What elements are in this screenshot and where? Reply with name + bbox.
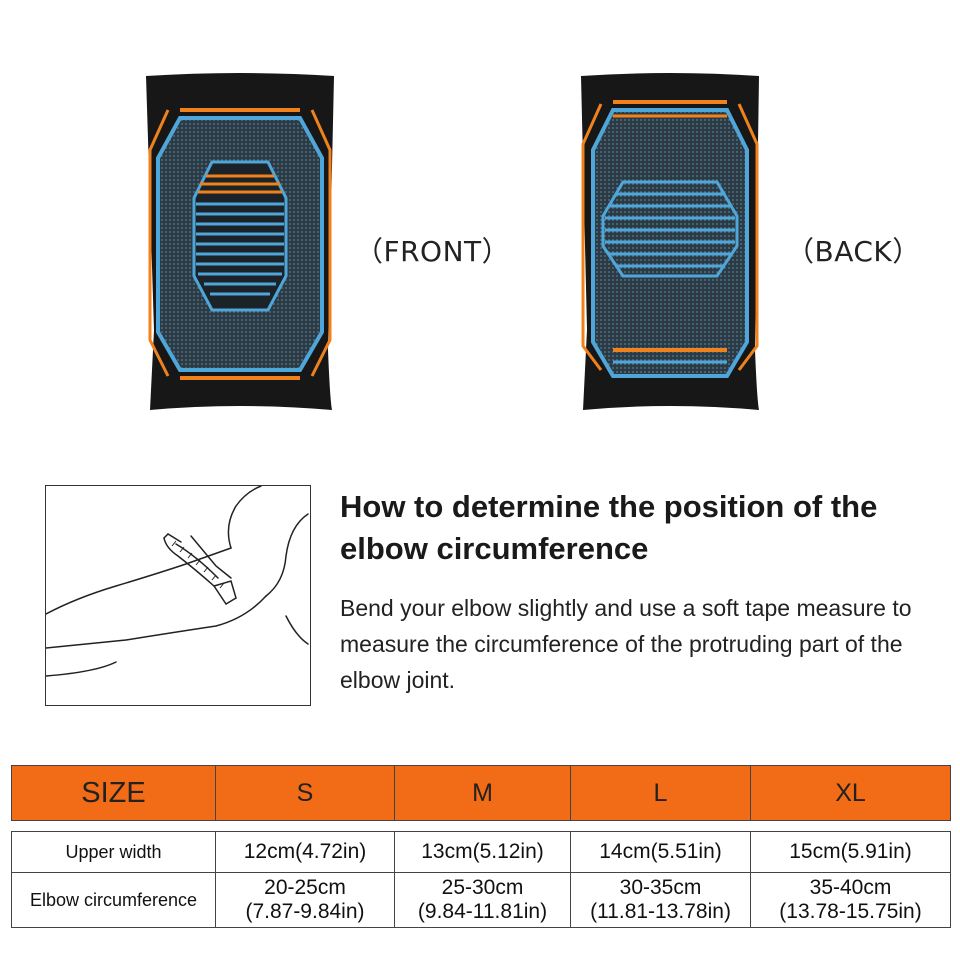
elbow-m: 25-30cm(9.84-11.81in) [394,872,571,928]
size-l-header: L [570,765,751,821]
elbow-xl-in: (13.78-15.75in) [779,900,922,923]
elbow-s-cm: 20-25cm [264,876,346,899]
upper-width-xl: 15cm(5.91in) [750,831,951,873]
size-m-header: M [394,765,571,821]
front-label: （FRONT） [355,235,511,268]
table-row: Upper width 12cm(4.72in) 13cm(5.12in) 14… [11,831,951,873]
elbow-xl: 35-40cm(13.78-15.75in) [750,872,951,928]
upper-width-m: 13cm(5.12in) [394,831,571,873]
upper-width-s: 12cm(4.72in) [215,831,395,873]
elbow-xl-cm: 35-40cm [809,876,892,899]
table-header-row: SIZE S M L XL [11,765,951,821]
upper-width-l: 14cm(5.51in) [570,831,751,873]
elbow-measure-illustration [45,485,311,706]
elbow-l: 30-35cm(11.81-13.78in) [570,872,751,928]
guide-heading: How to determine the position of the elb… [340,489,878,566]
elbow-m-in: (9.84-11.81in) [417,900,548,923]
front-sleeve-image [146,73,334,410]
upper-width-label: Upper width [11,831,216,873]
elbow-l-cm: 30-35cm [619,876,702,899]
elbow-l-in: (11.81-13.78in) [590,900,731,923]
size-xl-header: XL [750,765,951,821]
size-s-header: S [215,765,395,821]
elbow-s-in: (7.87-9.84in) [245,900,365,923]
size-header-cell: SIZE [11,765,216,821]
back-sleeve-image [581,73,759,410]
back-label: （BACK） [786,235,921,268]
guide-instructions: Bend your elbow slightly and use a soft … [340,595,912,693]
elbow-m-cm: 25-30cm [441,876,524,899]
arm-with-tape-icon [45,485,309,677]
elbow-s: 20-25cm(7.87-9.84in) [215,872,395,928]
table-row: Elbow circumference 20-25cm(7.87-9.84in)… [11,872,951,928]
size-chart-table: SIZE S M L XL Upper width 12cm(4.72in) 1… [11,765,951,928]
elbow-circumference-label: Elbow circumference [11,872,216,928]
